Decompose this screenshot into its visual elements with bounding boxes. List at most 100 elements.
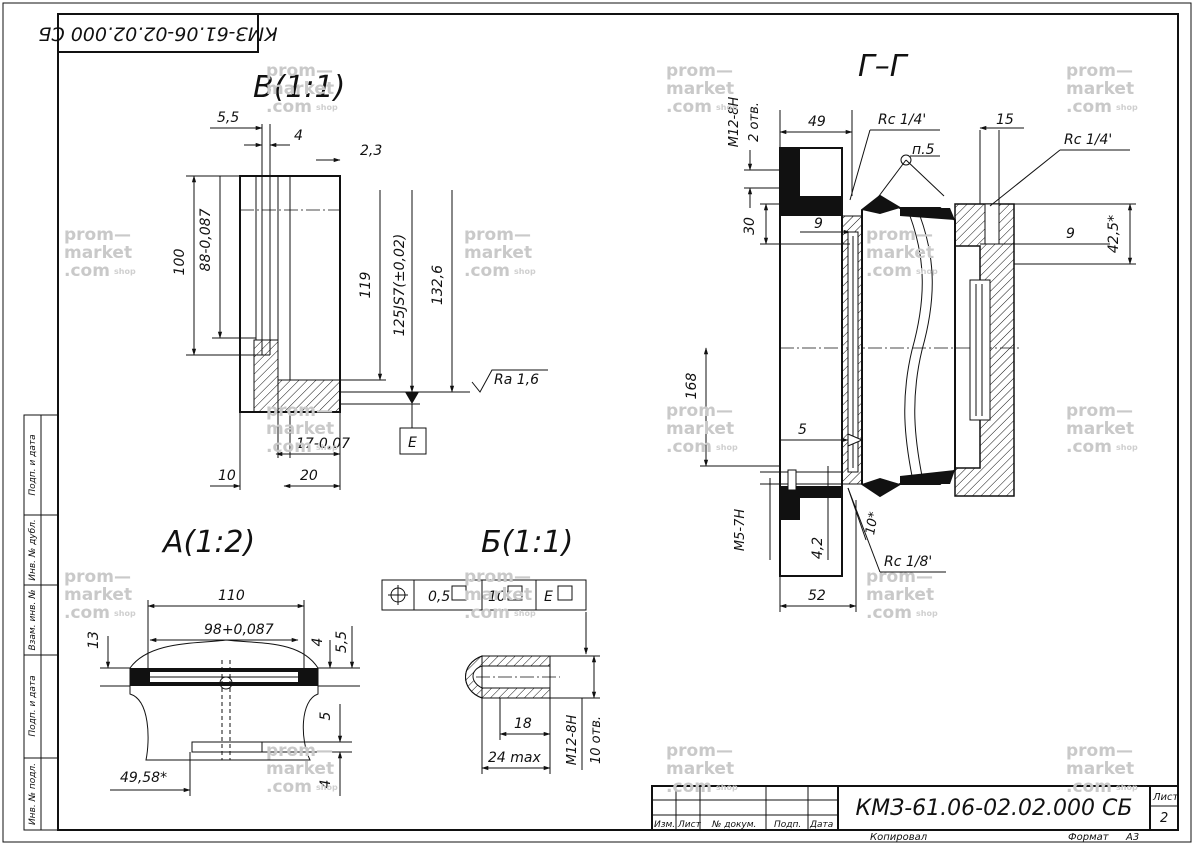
dim-label: Rc 1/4' — [878, 112, 926, 128]
side-stamp-label: Подп. и дата — [28, 434, 38, 495]
dim-label: 132,6 — [430, 265, 446, 305]
watermark-line: prom— — [666, 741, 733, 761]
watermark-line: market — [464, 585, 532, 605]
view-v-title: В(1:1) — [253, 70, 345, 105]
title-column-label: Изм. — [654, 820, 675, 830]
dim-label: п.5 — [912, 142, 935, 158]
dim-label: 5 — [798, 422, 807, 438]
dim-label: 4,2 — [810, 537, 826, 559]
dim-label: 49 — [808, 114, 826, 130]
sheet-number: 2 — [1160, 811, 1168, 826]
watermark-line: .com — [464, 261, 510, 281]
tolerance-value: 10' — [488, 589, 510, 605]
watermark-line: prom— — [666, 61, 733, 81]
dim-label: 110 — [218, 588, 245, 604]
dim-label: 10 отв. — [589, 716, 604, 764]
dim-label: 13 — [86, 631, 102, 649]
dim-label: 20 — [300, 468, 318, 484]
watermark-line: shop — [1116, 443, 1138, 452]
dim-label: 9 — [1066, 226, 1075, 242]
view-b: Б(1:1) 0,5 10' E 18 24 max M12- — [381, 525, 604, 774]
watermark-line: prom— — [666, 401, 733, 421]
watermark-line: .com — [666, 777, 712, 797]
title-column-label: Подп. — [774, 820, 801, 830]
dim-label: 18 — [514, 716, 532, 732]
view-a: А(1:2) 110 98+0,087 13 4 5,5 5 4 49,58 — [86, 525, 360, 796]
watermark: prom— market .com shop — [1066, 741, 1138, 797]
watermark-line: .com — [464, 603, 510, 623]
dim-label: 5,5 — [217, 110, 239, 126]
watermark-line: market — [464, 243, 532, 263]
watermark-line: .com — [1066, 777, 1112, 797]
tolerance-value: 0,5 — [428, 589, 450, 605]
view-b-title: Б(1:1) — [481, 525, 573, 560]
side-stamp-label: Инв. № подл. — [28, 763, 38, 825]
top-stamp: КМЗ-61.06-02.02.000 СБ — [38, 13, 278, 53]
watermark-line: shop — [716, 443, 738, 452]
watermark-line: market — [266, 79, 334, 99]
watermark-line: prom— — [1066, 61, 1133, 81]
roughness-label: Ra 1,6 — [494, 372, 539, 388]
side-stamp-label: Инв. № дубл. — [28, 519, 38, 581]
watermark-line: shop — [114, 267, 136, 276]
dim-label: 119 — [358, 272, 374, 299]
dim-label: Rc 1/4' — [1064, 132, 1112, 148]
dim-label: 4 — [318, 780, 334, 789]
watermark-line: shop — [114, 609, 136, 618]
watermark-line: shop — [1116, 103, 1138, 112]
watermark-line: .com — [1066, 437, 1112, 457]
dim-label: 4 — [310, 638, 326, 647]
title-column-label: № докум. — [711, 820, 756, 830]
view-a-title: А(1:2) — [161, 525, 255, 560]
dim-label: 10* — [863, 510, 882, 536]
title-designation: КМЗ-61.06-02.02.000 СБ — [856, 796, 1133, 821]
watermark-line: prom— — [64, 225, 131, 245]
watermark-line: shop — [316, 783, 338, 792]
watermark-line: market — [666, 79, 734, 99]
view-g: Г–Г 49 M12-8H 2 отв. — [684, 49, 1136, 612]
watermark-line: prom— — [266, 401, 333, 421]
watermark-line: market — [1066, 79, 1134, 99]
dim-label: 5,5 — [334, 631, 350, 653]
watermark-line: prom— — [464, 567, 531, 587]
watermark-line: market — [666, 759, 734, 779]
watermark-line: market — [266, 759, 334, 779]
watermark-line: .com — [64, 261, 110, 281]
watermark: prom— market .com shop — [266, 401, 338, 457]
dim-label: 9 — [814, 216, 823, 232]
sheet-label: Лист — [1152, 792, 1180, 803]
side-stamp-label: Подп. и дата — [28, 675, 38, 736]
watermark-line: .com — [666, 97, 712, 117]
watermark: prom— market .com shop — [1066, 401, 1138, 457]
watermark-line: prom— — [64, 567, 131, 587]
dim-label: M12-8H — [727, 97, 742, 148]
side-stamp-label: Взам. инв. № — [28, 589, 38, 650]
watermark-line: .com — [266, 97, 312, 117]
watermark-line: prom— — [1066, 401, 1133, 421]
watermark-line: market — [866, 243, 934, 263]
format-label: Формат — [1068, 832, 1110, 843]
watermark-line: shop — [514, 609, 536, 618]
dim-label: 98+0,087 — [204, 622, 274, 638]
watermark-line: .com — [1066, 97, 1112, 117]
dim-label: Rc 1/8' — [884, 554, 932, 570]
watermark: prom— market .com shop — [666, 741, 738, 797]
dim-label: 30 — [742, 217, 758, 235]
dim-label: M12-8H — [565, 715, 580, 766]
dim-label: 2,3 — [360, 143, 382, 159]
watermark-line: market — [1066, 419, 1134, 439]
watermark: prom— market .com shop — [64, 567, 136, 623]
watermark-line: market — [1066, 759, 1134, 779]
watermark: prom— market .com shop — [866, 567, 938, 623]
title-column-label: Дата — [809, 820, 833, 830]
watermark: prom— market .com shop — [464, 225, 536, 281]
dim-label: 15 — [996, 112, 1014, 128]
dim-label: 10 — [218, 468, 236, 484]
watermark-line: market — [666, 419, 734, 439]
dim-label: 125JS7(±0,02) — [392, 234, 408, 336]
dim-label: 4 — [294, 128, 303, 144]
watermark-line: prom— — [866, 225, 933, 245]
watermark-line: shop — [1116, 783, 1138, 792]
